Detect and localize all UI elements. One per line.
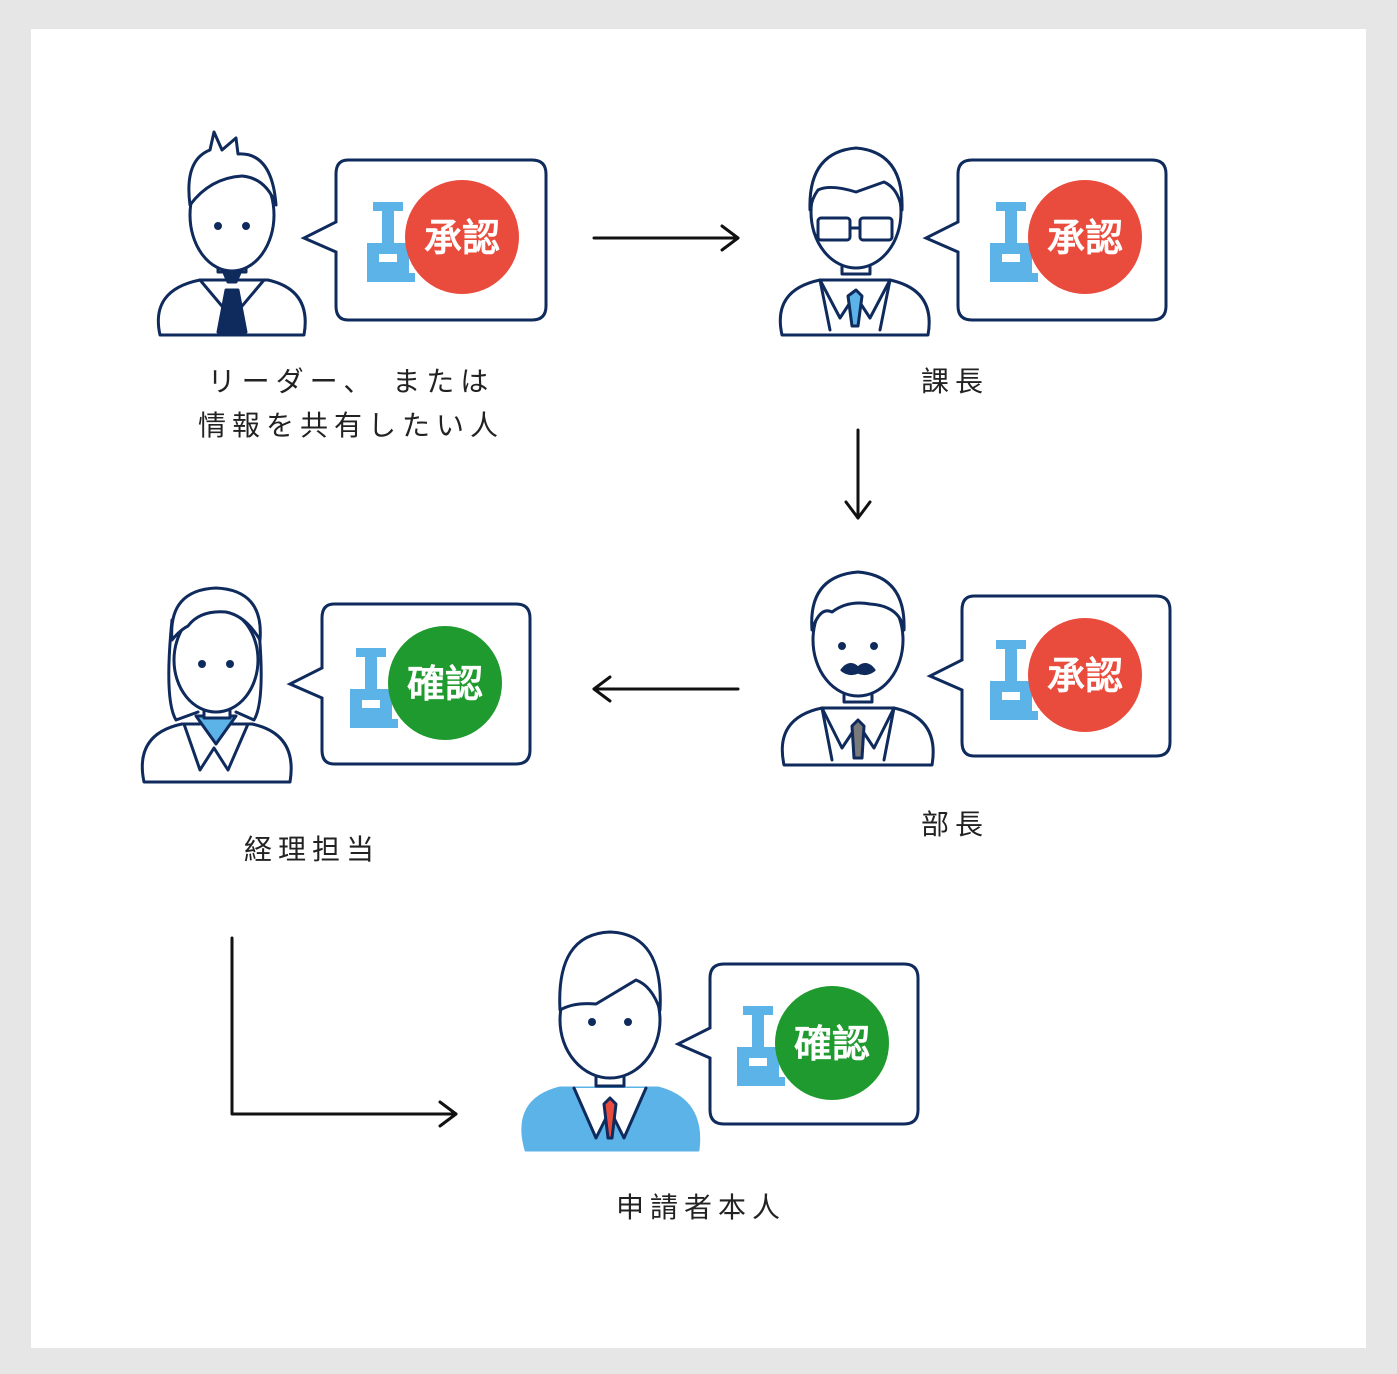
section-chief-seal-text: 承認	[1047, 215, 1123, 260]
department-head-label: 部長	[920, 808, 990, 841]
applicant-avatar	[521, 930, 701, 1152]
arrow-leader-to-section-chief	[592, 224, 740, 252]
leader-seal-text: 承認	[424, 215, 500, 260]
arrow-department-head-to-accounting	[592, 675, 740, 703]
arrow-section-chief-to-department-head	[844, 428, 872, 520]
leader-label: リーダー、 または 情報を共有したい人	[198, 360, 504, 448]
diagram-frame: 承認 承認 承認	[31, 29, 1366, 1348]
leader-label-line2: 情報を共有したい人	[197, 409, 505, 442]
section-chief-avatar	[778, 146, 931, 337]
arrow-accounting-to-applicant	[230, 936, 458, 1128]
department-head-seal-text: 承認	[1047, 653, 1123, 698]
applicant-confirm-seal	[775, 986, 889, 1100]
leader-avatar	[156, 130, 307, 337]
accounting-label: 経理担当	[243, 833, 381, 866]
leader-label-line1: リーダー、 または	[207, 365, 495, 398]
section-chief-label: 課長	[920, 365, 990, 398]
applicant-seal-text: 確認	[794, 1021, 870, 1066]
leader-approval-seal	[405, 180, 519, 294]
department-head-approval-seal	[1028, 618, 1142, 732]
accounting-seal-text: 確認	[407, 661, 483, 706]
department-head-avatar	[780, 570, 935, 767]
accounting-confirm-seal	[388, 626, 502, 740]
section-chief-approval-seal	[1028, 180, 1142, 294]
accounting-avatar	[140, 586, 293, 784]
applicant-label: 申請者本人	[615, 1191, 787, 1224]
